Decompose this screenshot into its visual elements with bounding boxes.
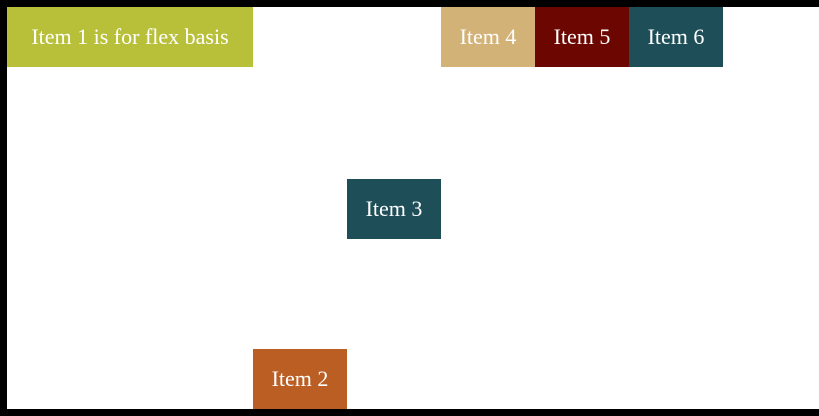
flex-item-6: Item 6 [629,7,723,67]
flex-item-3-label: Item 3 [365,196,423,221]
flex-item-1-label: Item 1 is for flex basis [31,24,229,49]
flex-item-3: Item 3 [347,179,441,239]
flex-item-2-label: Item 2 [271,366,329,391]
flex-item-6-label: Item 6 [647,24,705,49]
flex-item-4: Item 4 [441,7,535,67]
flex-item-4-label: Item 4 [459,24,517,49]
flex-item-1: Item 1 is for flex basis [7,7,253,67]
flex-item-5-label: Item 5 [553,24,611,49]
flex-item-5: Item 5 [535,7,629,67]
flex-item-2: Item 2 [253,349,347,409]
